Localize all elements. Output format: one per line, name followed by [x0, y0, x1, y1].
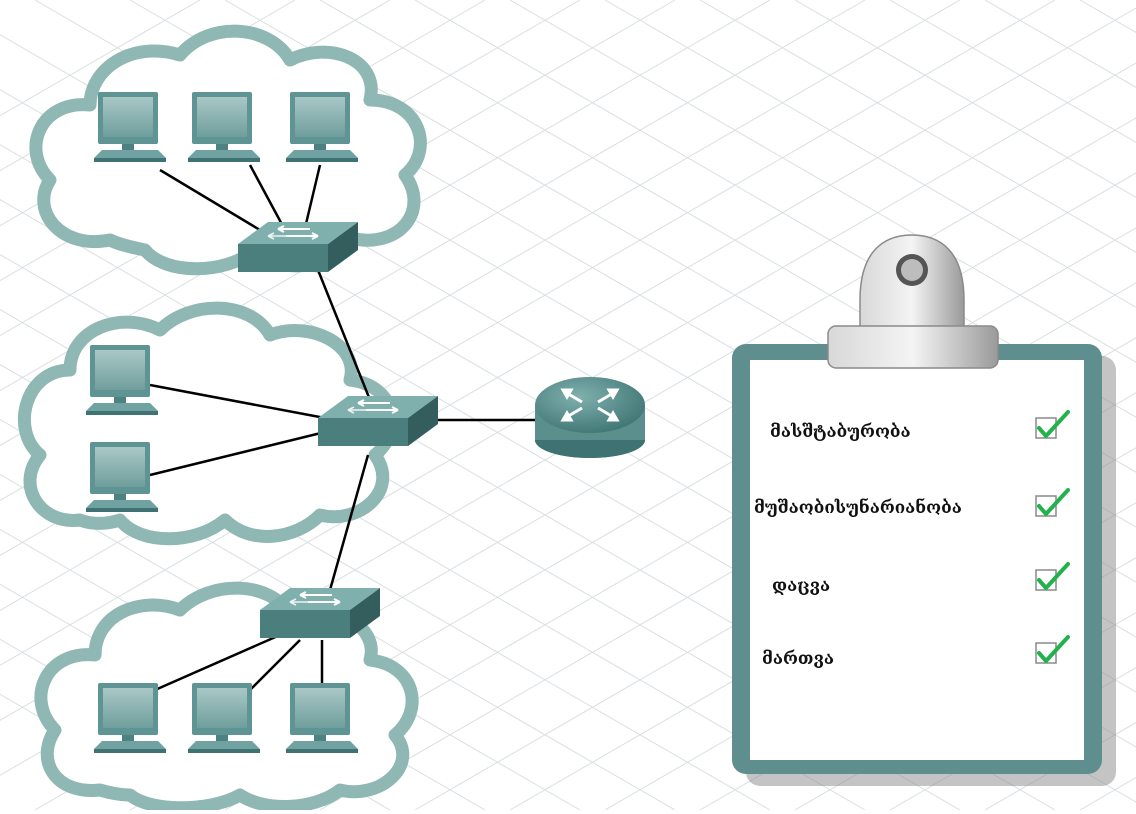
checkmark-icon [1037, 635, 1070, 663]
computer-icon [86, 345, 158, 415]
computer-icon [86, 442, 158, 512]
cloud-icon [29, 24, 427, 276]
clipboard-icon [732, 234, 1116, 786]
checkmark-icon [1037, 488, 1070, 516]
computer-icon [286, 92, 358, 162]
router-icon [535, 377, 645, 458]
computer-icon [94, 92, 166, 162]
computer-icon [94, 683, 166, 753]
checkmark-icon [1037, 410, 1070, 438]
computer-icon [188, 683, 260, 753]
computer-icon [188, 92, 260, 162]
checkmark-icon [1037, 562, 1070, 590]
checklist-item-label: მასშტაბურობა [770, 422, 911, 442]
checklist-item-label: მუშაობისუნარიანობა [754, 498, 962, 518]
checklist-item-label: დაცვა [772, 576, 831, 596]
computer-icon [286, 683, 358, 753]
checklist-item-label: მართვა [762, 649, 834, 669]
